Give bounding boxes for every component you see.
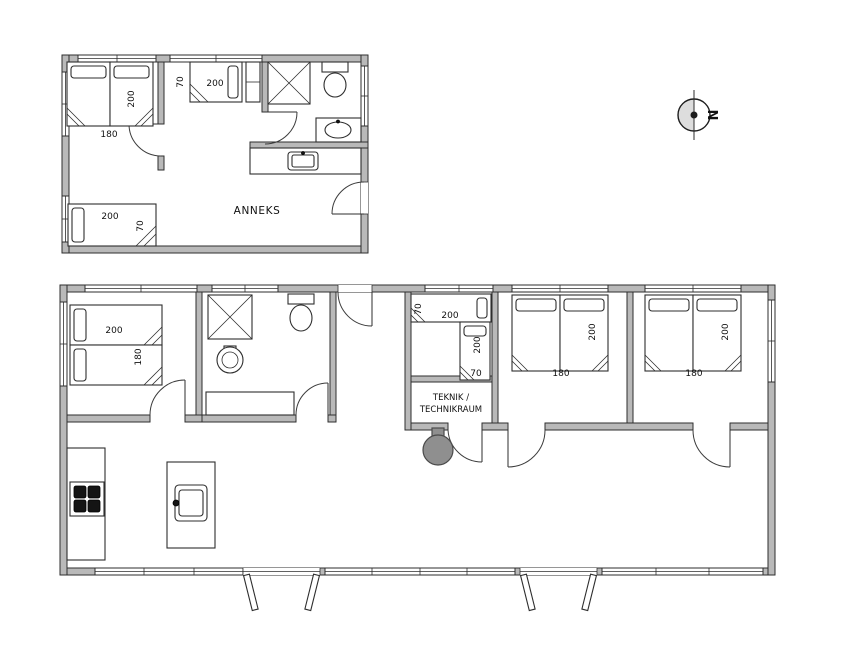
anneks-title-label: ANNEKS	[234, 205, 281, 217]
patio-double-door-right	[519, 568, 598, 612]
bathroom-vanity-counter	[205, 391, 295, 416]
bedroom-right-length-label: 200	[721, 323, 731, 340]
small-bedroom-side-bed-length-label: 200	[473, 336, 483, 353]
anneks-sofa-bed-width-label: 70	[136, 220, 146, 232]
compass-icon: N	[677, 90, 719, 140]
anneks-bathroom-door	[264, 111, 298, 145]
bedroom-middle-door	[507, 429, 546, 468]
bedroom-right-beds-icon	[644, 294, 742, 372]
anneks-shower-icon	[267, 61, 311, 105]
bedroom-middle-width-label: 180	[552, 369, 569, 379]
main-toilet-icon	[287, 293, 315, 332]
small-bedroom-top-bed-width-label: 70	[414, 303, 424, 315]
bathroom-door	[295, 382, 329, 416]
anneks-sofa-bed-length-label: 200	[101, 212, 118, 222]
main-entry-door	[337, 285, 373, 327]
window	[324, 567, 516, 576]
small-bedroom-top-bed-icon	[410, 293, 492, 323]
window	[644, 284, 742, 293]
anneks-toilet-icon	[321, 61, 349, 98]
anneks-single-bed-length-label: 200	[206, 79, 223, 89]
window	[211, 284, 279, 293]
bedroom-middle-length-label: 200	[588, 323, 598, 340]
anneks-sofa-bed-icon	[67, 203, 157, 247]
utility-room-label-line2: TECHNIKRAUM	[419, 405, 482, 415]
main-house-windows	[59, 284, 776, 576]
anneks-entry-door	[331, 181, 368, 215]
utility-room-door	[447, 429, 483, 463]
bedroom-left-door	[149, 379, 186, 416]
window	[77, 54, 157, 63]
window	[511, 284, 609, 293]
anneks-bathroom-sink-icon	[315, 117, 362, 143]
cooktop-icon	[69, 481, 105, 517]
window	[767, 299, 776, 383]
small-bedroom-side-bed-width-label: 70	[470, 369, 482, 379]
window	[424, 284, 494, 293]
anneks-single-bed-width-label: 70	[176, 76, 186, 88]
compass-north-label: N	[704, 110, 719, 121]
window	[84, 284, 198, 293]
island-sink-icon	[172, 484, 208, 522]
anneks-building: 200 180 70 200 200 70 ANNEKS	[61, 54, 369, 254]
anneks-windows	[61, 54, 369, 243]
window	[59, 301, 68, 387]
patio-double-door-left	[242, 568, 321, 612]
utility-room-label-line1: TEKNIK /	[432, 393, 469, 403]
anneks-kitchenette-sink-icon	[287, 151, 319, 171]
window	[360, 65, 369, 127]
bedroom-right-width-label: 180	[685, 369, 702, 379]
wood-stove-icon	[422, 427, 454, 466]
anneks-single-bed-icon	[189, 61, 243, 103]
window	[601, 567, 764, 576]
main-shower-icon	[207, 294, 253, 340]
small-bedroom-top-bed-length-label: 200	[441, 311, 458, 321]
anneks-bedroom-door	[128, 123, 162, 157]
anneks-double-bed-width-label: 180	[100, 130, 117, 140]
main-bedroom-left-width-label: 180	[134, 348, 144, 365]
bedroom-left-bed-icon	[69, 304, 163, 386]
main-bedroom-left-length-label: 200	[105, 326, 122, 336]
anneks-double-bed-length-label: 200	[127, 90, 137, 107]
window	[169, 54, 263, 63]
main-house-building: 200 180 70 200 200 70 TEKNIK / TECHNIKRA…	[59, 284, 776, 612]
bedroom-middle-beds-icon	[511, 294, 609, 372]
anneks-double-bed-icon	[66, 61, 154, 127]
window	[94, 567, 244, 576]
small-bedroom-side-bed-icon	[459, 321, 491, 381]
anneks-cabinet-icon	[245, 61, 261, 103]
bedroom-right-door	[692, 429, 731, 468]
main-bathroom-sink-icon	[216, 345, 244, 374]
